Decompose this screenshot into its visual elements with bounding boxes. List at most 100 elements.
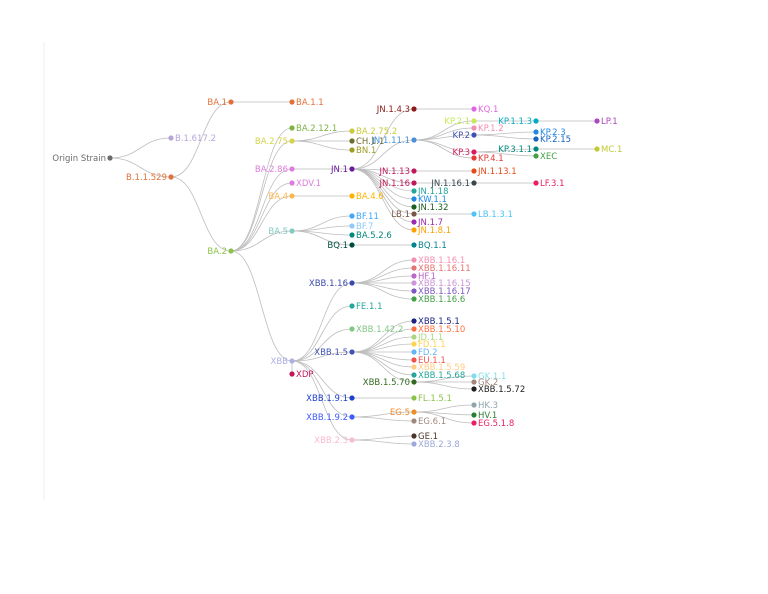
node-dot[interactable]	[471, 211, 477, 217]
node-xbb[interactable]: XBB	[271, 357, 295, 367]
node-dot[interactable]	[411, 357, 417, 363]
node-xbb151[interactable]: XBB.1.5.1	[411, 317, 460, 327]
node-dot[interactable]	[349, 193, 355, 199]
node-dot[interactable]	[411, 180, 417, 186]
node-dot[interactable]	[471, 180, 477, 186]
node-bf7[interactable]: BF.7	[349, 222, 373, 232]
node-ba275[interactable]: BA.2.75	[255, 137, 295, 147]
node-dot[interactable]	[411, 418, 417, 424]
node-ba212_1[interactable]: BA.2.12.1	[289, 124, 337, 134]
node-dot[interactable]	[533, 180, 539, 186]
node-dot[interactable]	[289, 166, 295, 172]
node-xbb1572[interactable]: XBB.1.5.72	[471, 385, 525, 395]
node-dot[interactable]	[533, 146, 539, 152]
node-dot[interactable]	[471, 155, 477, 161]
node-hk3[interactable]: HK.3	[471, 401, 498, 411]
node-jn113[interactable]: JN.1.13	[379, 167, 417, 177]
node-dot[interactable]	[228, 248, 234, 254]
node-dot[interactable]	[533, 118, 539, 124]
node-dot[interactable]	[411, 395, 417, 401]
node-dot[interactable]	[471, 386, 477, 392]
node-gk11[interactable]: GK.1.1	[471, 372, 506, 382]
node-dot[interactable]	[289, 138, 295, 144]
node-dot[interactable]	[349, 166, 355, 172]
node-dot[interactable]	[411, 168, 417, 174]
node-dot[interactable]	[289, 180, 295, 186]
node-kp311[interactable]: KP.3.1.1	[498, 145, 539, 155]
node-kq1[interactable]: KQ.1	[471, 105, 498, 115]
node-kp12[interactable]: KP.1.2	[471, 124, 504, 134]
node-kw11[interactable]: KW.1.1	[411, 195, 447, 205]
node-dot[interactable]	[289, 371, 295, 377]
node-dot[interactable]	[594, 146, 600, 152]
node-bq1[interactable]: BQ.1	[327, 241, 355, 251]
node-xdv1[interactable]: XDV.1	[289, 179, 321, 189]
node-origin[interactable]: Origin Strain	[52, 154, 113, 164]
node-ge1[interactable]: GE.1	[411, 432, 438, 442]
node-dot[interactable]	[349, 223, 355, 229]
node-xbb11611[interactable]: XBB.1.16.11	[411, 264, 471, 274]
node-dot[interactable]	[533, 136, 539, 142]
node-dot[interactable]	[411, 265, 417, 271]
node-dot[interactable]	[411, 242, 417, 248]
node-lp1[interactable]: LP.1	[594, 117, 618, 127]
node-dot[interactable]	[411, 188, 417, 194]
node-dot[interactable]	[349, 414, 355, 420]
node-ch11[interactable]: CH.1.1	[349, 137, 384, 147]
node-kp3[interactable]: KP.3	[453, 148, 477, 158]
node-kp21[interactable]: KP.2.1	[444, 117, 477, 127]
node-dot[interactable]	[471, 379, 477, 385]
node-dot[interactable]	[411, 326, 417, 332]
node-dot[interactable]	[471, 373, 477, 379]
node-xec[interactable]: XEC	[533, 152, 557, 162]
node-lb1[interactable]: LB.1	[391, 210, 417, 220]
node-dot[interactable]	[349, 147, 355, 153]
node-dot[interactable]	[349, 128, 355, 134]
node-dot[interactable]	[411, 273, 417, 279]
node-jn118[interactable]: JN.1.18	[411, 187, 449, 197]
node-dot[interactable]	[411, 318, 417, 324]
node-lb131[interactable]: LB.1.3.1	[471, 210, 513, 220]
node-dot[interactable]	[411, 341, 417, 347]
node-ba5[interactable]: BA.5	[268, 227, 295, 237]
node-bf11[interactable]: BF.11	[349, 212, 379, 222]
node-jn1131[interactable]: JN.1.13.1	[471, 167, 517, 177]
node-dot[interactable]	[349, 213, 355, 219]
node-dot[interactable]	[289, 193, 295, 199]
node-kp41[interactable]: KP.4.1	[471, 154, 504, 164]
node-dot[interactable]	[471, 402, 477, 408]
node-mc1[interactable]: MC.1	[594, 145, 622, 155]
node-dot[interactable]	[411, 106, 417, 112]
node-dot[interactable]	[471, 149, 477, 155]
node-xbb11617[interactable]: XBB.1.16.17	[411, 287, 471, 297]
node-xbb1559[interactable]: XBB.1.5.59	[411, 363, 465, 373]
node-dot[interactable]	[411, 372, 417, 378]
node-bq11[interactable]: BQ.1.1	[411, 241, 447, 251]
node-dot[interactable]	[533, 153, 539, 159]
node-kp23[interactable]: KP.2.3	[533, 128, 566, 138]
node-dot[interactable]	[349, 280, 355, 286]
node-gk2[interactable]: GK.2	[471, 378, 498, 388]
node-dot[interactable]	[411, 137, 417, 143]
node-lf31[interactable]: LF.3.1	[533, 179, 564, 189]
node-dot[interactable]	[349, 232, 355, 238]
node-b16172[interactable]: B.1.617.2	[168, 134, 216, 144]
node-xbb1568[interactable]: XBB.1.5.68	[411, 371, 465, 381]
node-xbb238[interactable]: XBB.2.3.8	[411, 440, 460, 450]
node-dot[interactable]	[411, 196, 417, 202]
node-dot[interactable]	[349, 395, 355, 401]
node-kp2[interactable]: KP.2	[453, 131, 477, 141]
node-xbb1161[interactable]: XBB.1.16.1	[411, 256, 465, 266]
node-jn111[interactable]: JN.1.11.1	[370, 136, 417, 146]
node-dot[interactable]	[411, 349, 417, 355]
node-xbb15[interactable]: XBB.1.5	[314, 348, 355, 358]
node-dot[interactable]	[471, 106, 477, 112]
node-ba2[interactable]: BA.2	[207, 247, 234, 257]
node-eg5[interactable]: EG.5	[390, 408, 417, 418]
node-eg518[interactable]: EG.5.1.8	[471, 419, 514, 429]
node-dot[interactable]	[349, 138, 355, 144]
node-hf1[interactable]: HF.1	[411, 272, 436, 282]
node-xbb1570[interactable]: XBB.1.5.70	[363, 378, 417, 388]
node-dot[interactable]	[289, 228, 295, 234]
node-fd2[interactable]: FD.2	[411, 348, 438, 358]
